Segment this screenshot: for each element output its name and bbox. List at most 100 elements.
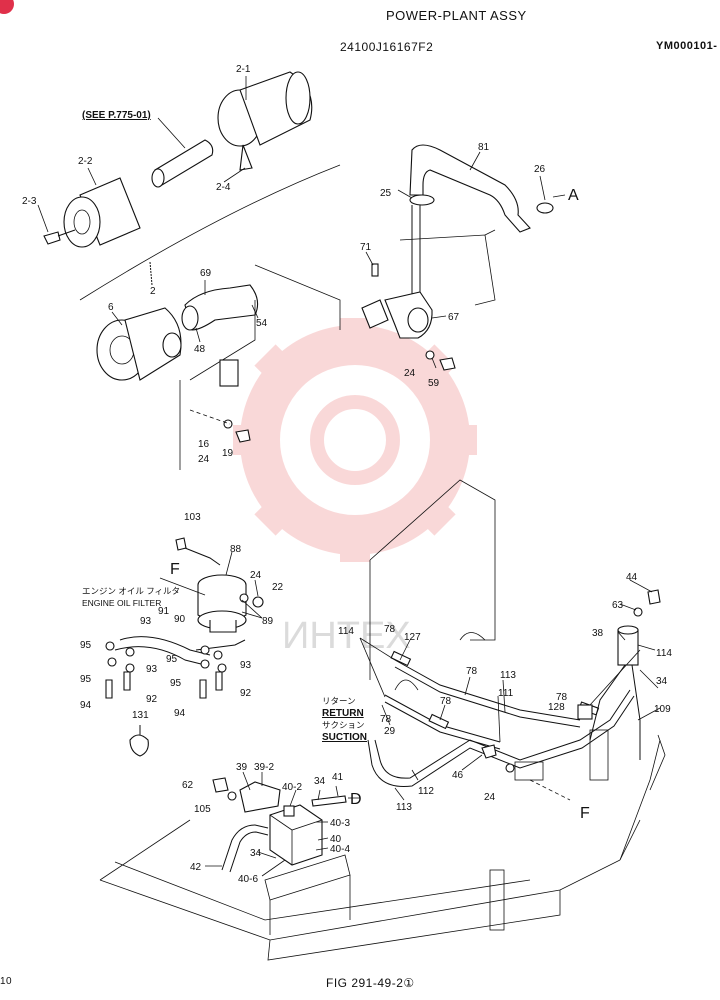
fuel-pipe-111-b [394, 666, 581, 728]
air-cleaner-group [43, 71, 341, 381]
leader-lines [37, 76, 661, 877]
bolt-44 [647, 589, 661, 605]
bolt-103 [175, 537, 187, 551]
bolt-46 [481, 744, 497, 759]
dust-valve [239, 144, 253, 171]
callout-114-left: 114 [338, 626, 354, 637]
pipe-109 [631, 664, 641, 760]
callout-48: 48 [194, 344, 206, 355]
filter-stem [209, 620, 237, 633]
bolt [439, 357, 456, 371]
hose-78 [428, 713, 450, 730]
callout-93-top: 93 [140, 616, 152, 627]
thermostat-housing [361, 299, 389, 329]
callout-63: 63 [612, 600, 624, 611]
engine-block-tab [219, 359, 239, 387]
bolt-94-right [199, 679, 207, 699]
chassis-outline [267, 890, 561, 961]
frame-line [189, 300, 256, 381]
callout-89: 89 [262, 616, 274, 627]
return-label-jp: リターン [322, 696, 356, 706]
hose-91 [114, 646, 206, 666]
callout-19: 19 [222, 448, 234, 459]
callout-113-lower: 113 [396, 802, 412, 813]
return-label-en: RETURN [322, 708, 364, 719]
callout-128: 128 [548, 702, 565, 713]
chassis-outline [619, 819, 641, 861]
tank-outline [459, 632, 486, 641]
callout-6: 6 [108, 302, 114, 313]
callout-62: 62 [182, 780, 194, 791]
see-page-reference: (SEE P.775-01) [82, 110, 151, 121]
fuel-pipe-113-b [367, 695, 635, 788]
elbow-outlet [407, 307, 429, 333]
intake-pipe [154, 139, 214, 186]
callout-112: 112 [418, 786, 434, 797]
tank-frame-legs [269, 875, 351, 935]
callout-2-2: 2-2 [78, 156, 93, 167]
callout-40-3: 40-3 [330, 818, 350, 829]
filter-element-core [73, 209, 91, 235]
callout-34-lower: 34 [314, 776, 326, 787]
reserve-tank-group [212, 777, 351, 935]
callout-34-tank: 34 [250, 848, 262, 859]
callout-40-4: 40-4 [330, 844, 350, 855]
callout-40-6: 40-6 [238, 874, 258, 885]
radiator-outline [399, 234, 496, 306]
fuel-pipe-111 [394, 659, 581, 721]
intake-pipe-end [151, 168, 165, 188]
callout-59: 59 [428, 378, 440, 389]
callout-93-c: 93 [240, 660, 252, 671]
clamp-131 [129, 734, 149, 757]
support-post [489, 869, 505, 931]
fuel-lines-group [367, 589, 661, 801]
callout-2-4: 2-4 [216, 182, 231, 193]
washer-63 [633, 607, 643, 617]
radiator-outline [484, 229, 496, 236]
callout-2-1: 2-1 [236, 64, 251, 75]
callout-24-upper: 24 [404, 368, 416, 379]
callout-78-b: 78 [466, 666, 478, 677]
callout-16: 16 [198, 439, 210, 450]
watermark-text: ИНТЕХ [282, 615, 411, 657]
bolt-62 [212, 777, 229, 793]
washer [223, 419, 233, 429]
tank-outline [394, 679, 419, 691]
leader-103 [184, 547, 221, 566]
callout-103: 103 [184, 512, 201, 523]
upper-hose [409, 144, 531, 233]
callout-95-c: 95 [80, 674, 92, 685]
callout-F-upper: F [170, 561, 180, 578]
bracket-39 [239, 781, 281, 813]
washer-24 [505, 763, 515, 773]
dashed-leader [189, 409, 231, 425]
callout-42: 42 [190, 862, 202, 873]
reference-dash-F [529, 779, 571, 801]
callout-92-b: 92 [240, 688, 252, 699]
bolt [235, 429, 251, 443]
washer-105 [227, 791, 237, 801]
callout-78-d: 78 [440, 696, 452, 707]
intake-hose [184, 284, 259, 331]
bolt-94-left [123, 671, 131, 691]
callout-22: 22 [272, 582, 284, 593]
callout-24-lower: 24 [484, 792, 496, 803]
spring-pin [149, 261, 153, 286]
hose-fittings [105, 641, 227, 673]
frame-line [254, 264, 341, 330]
callout-127: 127 [404, 632, 421, 643]
chassis-outline [619, 739, 661, 861]
wing-nut-stud [57, 229, 76, 237]
callout-39: 39 [236, 762, 248, 773]
chassis-outline [99, 819, 191, 881]
callout-40-2: 40-2 [282, 782, 302, 793]
washer-24 [239, 593, 249, 603]
corner-marker [0, 0, 14, 14]
callout-114-right: 114 [656, 648, 672, 659]
callout-94-a: 94 [80, 700, 92, 711]
callout-41: 41 [332, 772, 344, 783]
hose-41 [311, 795, 347, 807]
callout-38: 38 [592, 628, 604, 639]
bolt-92-right [215, 671, 223, 691]
callout-113-upper: 113 [500, 670, 516, 681]
